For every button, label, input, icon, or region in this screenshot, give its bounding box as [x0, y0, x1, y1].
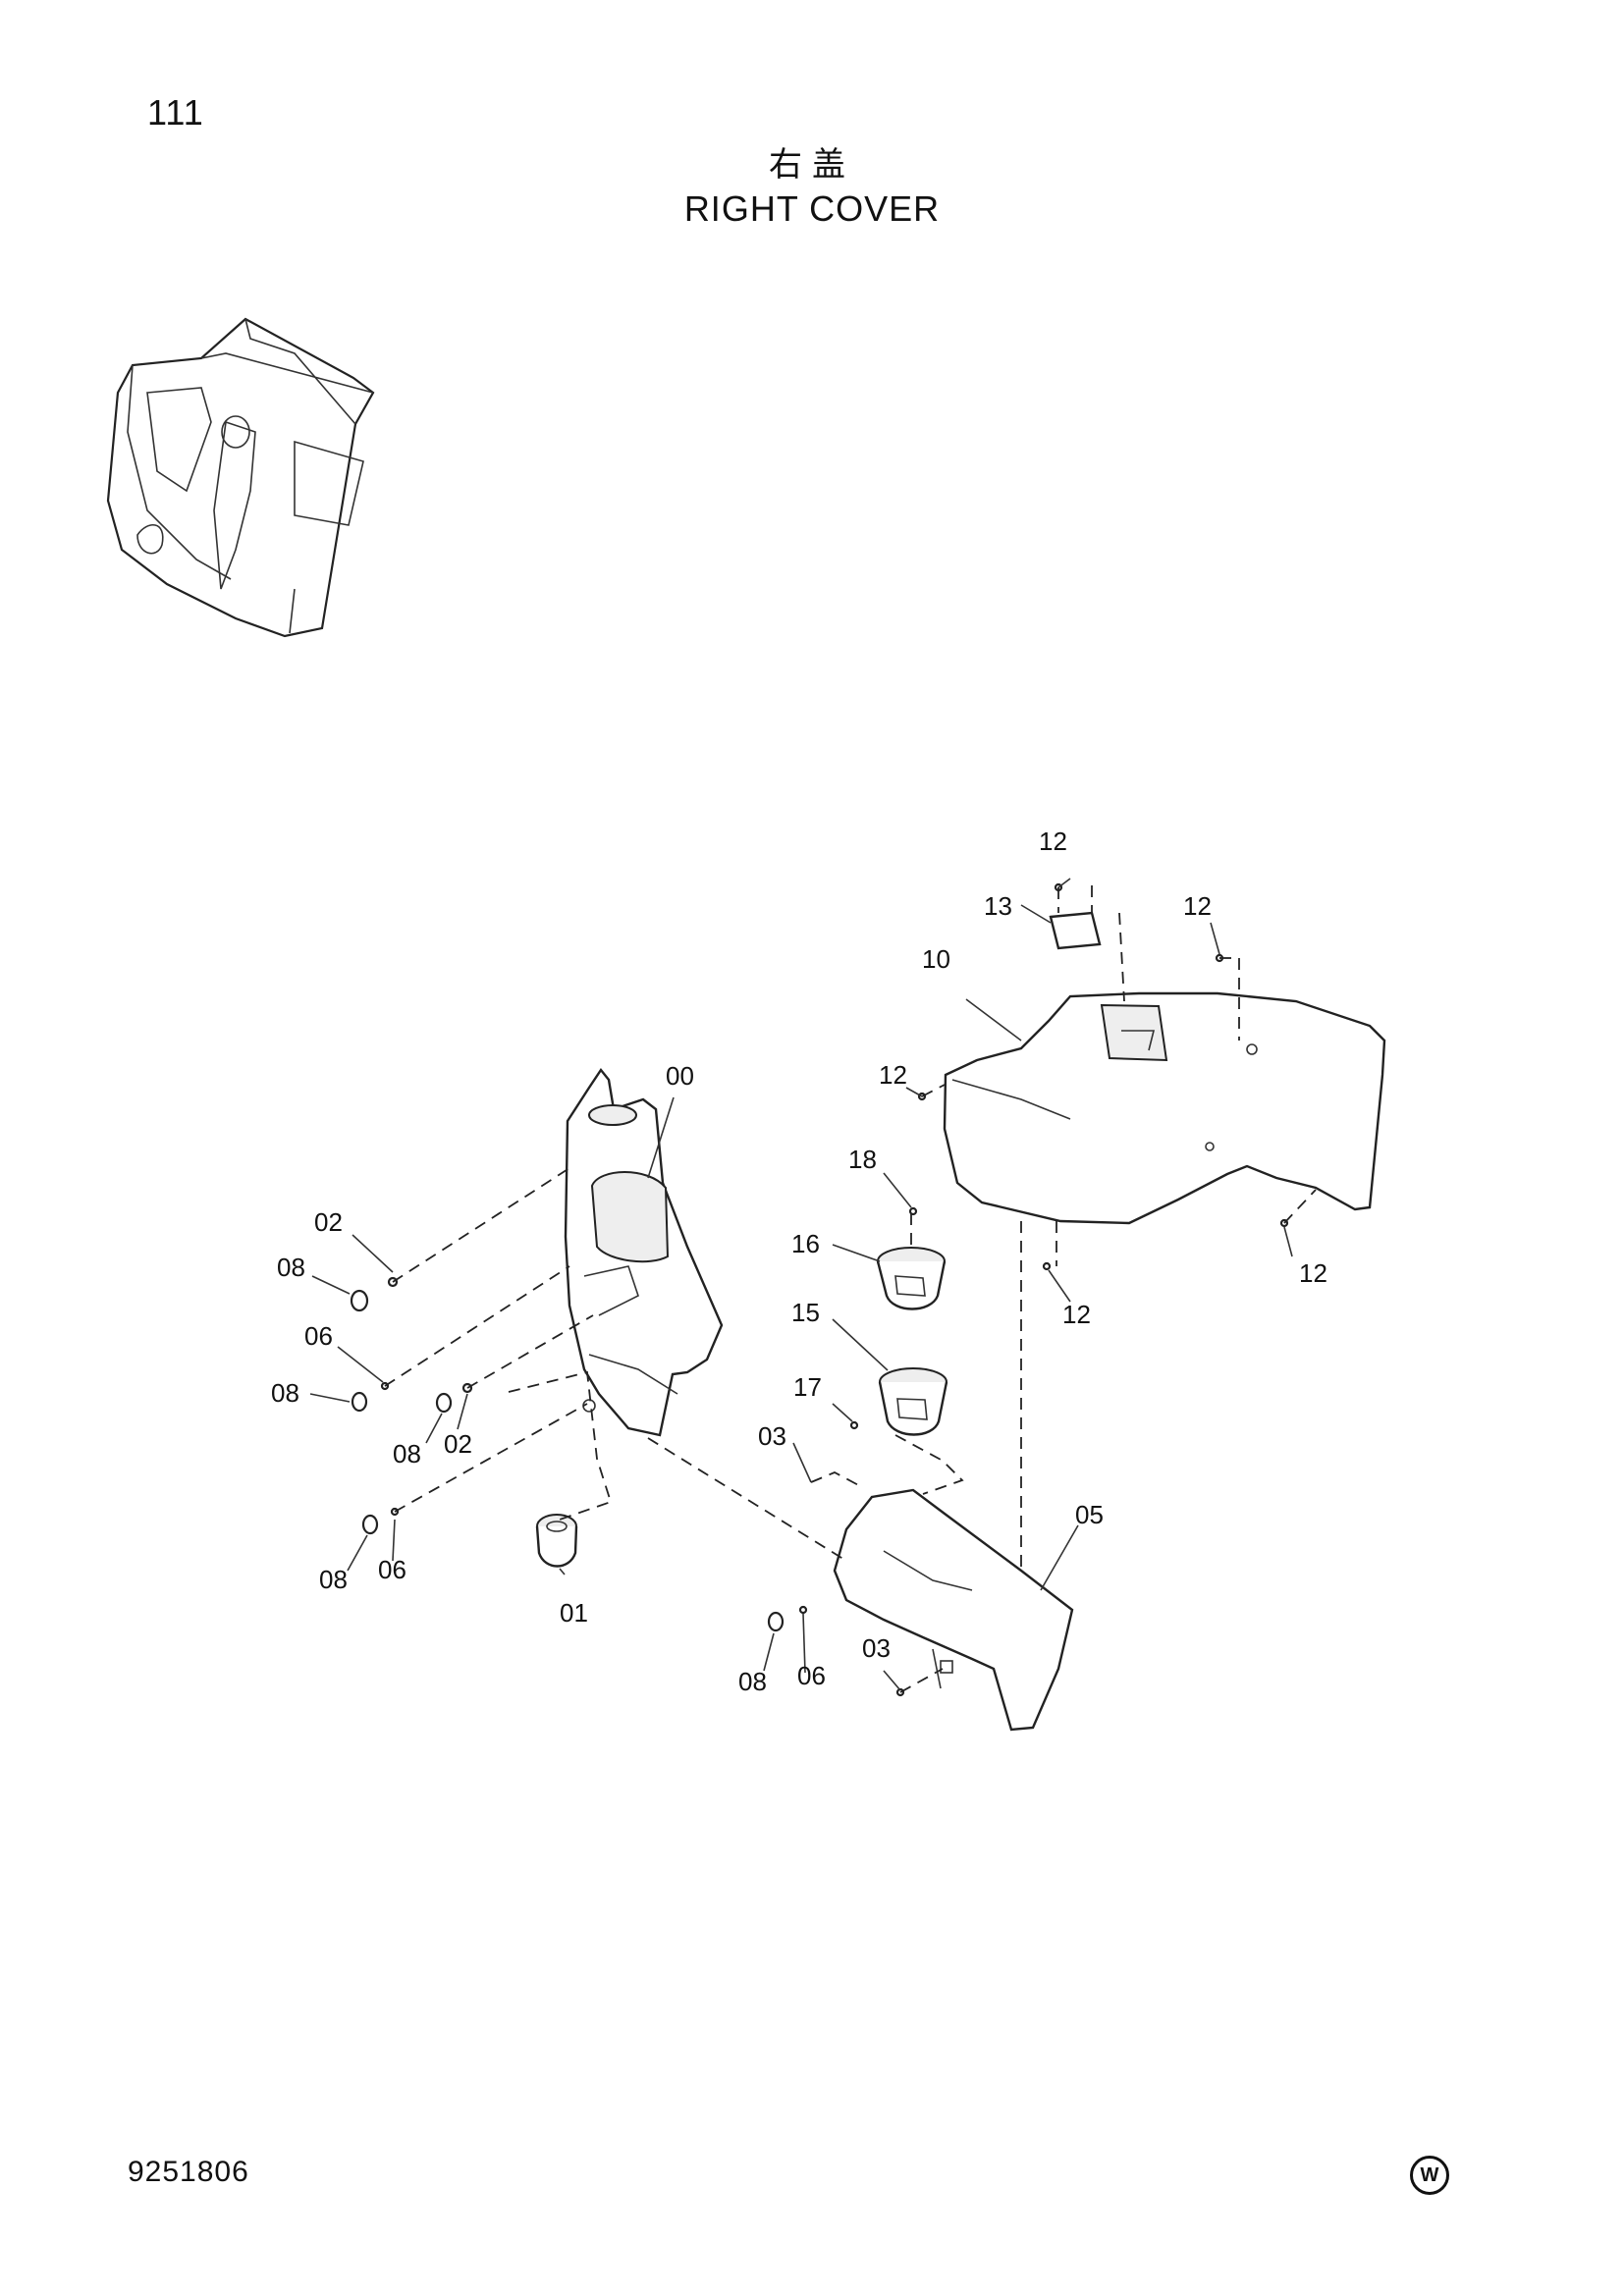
label-05: 05: [1075, 1500, 1104, 1529]
brand-logo-icon: W: [1410, 2156, 1449, 2195]
label-12-lower-right: 12: [1299, 1258, 1327, 1288]
screw-06-right: [798, 1605, 808, 1615]
label-01: 01: [560, 1598, 588, 1628]
label-08-a: 08: [277, 1253, 305, 1282]
label-06-upper: 06: [304, 1321, 333, 1351]
label-12-top: 12: [1039, 827, 1067, 856]
part-01-grommet: [535, 1514, 578, 1568]
page-number: 111: [147, 92, 204, 133]
leader-lines: [309, 878, 1293, 1691]
cab-overview-thumbnail: [106, 317, 375, 638]
label-16: 16: [791, 1229, 820, 1258]
cap-08-e: [767, 1611, 785, 1632]
part-05-lower-cover: [833, 1488, 1074, 1732]
cap-08-c: [435, 1392, 453, 1414]
cap-08-b: [351, 1391, 368, 1413]
screw-17: [849, 1420, 859, 1430]
label-08-e: 08: [738, 1667, 767, 1696]
label-12-left: 12: [879, 1060, 907, 1090]
label-02-lower: 02: [444, 1429, 472, 1459]
label-00: 00: [666, 1061, 694, 1091]
label-06-lower: 06: [378, 1555, 406, 1584]
screw-18: [908, 1206, 918, 1216]
cap-08-d: [361, 1514, 379, 1535]
assembly-lines: [384, 885, 1317, 1693]
cap-08-a: [350, 1289, 369, 1312]
screw-02-upper: [387, 1276, 399, 1288]
part-13-plate: [1049, 911, 1102, 950]
label-08-d: 08: [319, 1565, 348, 1594]
screw-02-lower: [461, 1382, 473, 1394]
label-18: 18: [848, 1145, 877, 1174]
label-08-c: 08: [393, 1439, 421, 1468]
label-03-upper: 03: [758, 1421, 786, 1451]
part-00-cover-panel: [564, 1067, 724, 1437]
part-10-upper-panel: [943, 991, 1386, 1225]
title-chinese: 右盖: [769, 146, 855, 184]
label-06-right: 06: [797, 1661, 826, 1690]
label-02-upper: 02: [314, 1207, 343, 1237]
screw-12-mid: [1042, 1261, 1052, 1271]
label-03-lower: 03: [862, 1633, 891, 1663]
screw-12-left: [917, 1092, 927, 1101]
label-08-b: 08: [271, 1378, 299, 1408]
label-12-mid: 12: [1062, 1300, 1091, 1329]
screw-12-lower-right: [1279, 1218, 1289, 1228]
screw-06-upper: [380, 1381, 390, 1391]
callout-labels: 00 01 02 02 03 03 05 06 06 06 08 08 08 0…: [271, 827, 1327, 1696]
label-10: 10: [922, 944, 950, 974]
label-12-right: 12: [1183, 891, 1212, 921]
title-english: RIGHT COVER: [683, 188, 941, 229]
screw-06-lower: [390, 1507, 400, 1517]
label-13: 13: [984, 891, 1012, 921]
part-15-holder: [878, 1367, 948, 1436]
part-16-holder: [876, 1247, 947, 1310]
document-number: 9251806: [128, 2156, 249, 2188]
label-17: 17: [793, 1372, 822, 1402]
fasteners: [350, 882, 1289, 1697]
label-15: 15: [791, 1298, 820, 1327]
